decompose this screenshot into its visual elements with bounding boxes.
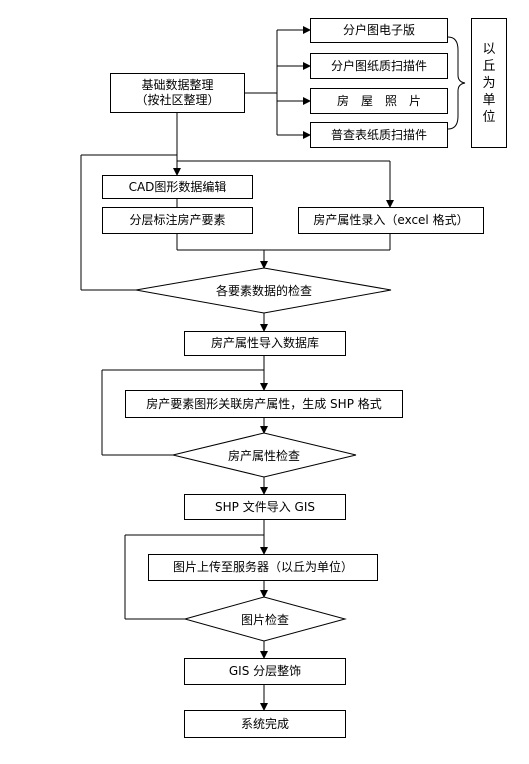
unit-note-char: 位	[482, 109, 496, 125]
layer-mark-label: 分层标注房产要素	[129, 213, 226, 227]
layer-mark-box: 分层标注房产要素	[102, 207, 253, 234]
link-shp-label: 房产要素图形关联房产属性，生成 SHP 格式	[146, 396, 382, 411]
unit-note-box: 以 丘 为 单 位	[471, 18, 507, 148]
decision-check-all	[135, 267, 392, 314]
gis-layer-box: GIS 分层整饰	[184, 658, 346, 685]
upload-img-label: 图片上传至服务器（以丘为单位）	[172, 560, 353, 574]
attr-entry-label: 房产属性录入（excel 格式）	[313, 213, 469, 227]
output-label: 房 屋 照 片	[336, 93, 421, 108]
attr-check-label: 房产属性检查	[200, 447, 328, 463]
done-label: 系统完成	[240, 716, 289, 731]
import-db-box: 房产属性导入数据库	[184, 331, 346, 356]
output-box-electronic: 分户图电子版	[310, 18, 448, 43]
img-check-label: 图片检查	[215, 611, 315, 627]
output-label: 分户图电子版	[342, 23, 415, 37]
import-db-label: 房产属性导入数据库	[210, 336, 319, 350]
output-label: 分户图纸质扫描件	[330, 58, 427, 73]
attr-check-text: 房产属性检查	[227, 448, 300, 463]
output-label: 普查表纸质扫描件	[330, 127, 427, 142]
basic-data-line2: （按社区整理）	[135, 93, 220, 107]
gis-layer-label: GIS 分层整饰	[228, 664, 302, 678]
unit-note-char: 丘	[482, 58, 496, 74]
output-box-photo: 房 屋 照 片	[310, 88, 448, 114]
check-all-label: 各要素数据的检查	[180, 282, 348, 298]
decision-attr-check	[172, 432, 357, 478]
attr-entry-box: 房产属性录入（excel 格式）	[298, 207, 484, 234]
shp-gis-label: SHP 文件导入 GIS	[215, 499, 315, 514]
unit-note-char: 单	[482, 92, 496, 108]
decision-img-check	[183, 596, 347, 642]
upload-img-box: 图片上传至服务器（以丘为单位）	[148, 554, 378, 581]
img-check-text: 图片检查	[240, 612, 289, 627]
unit-note-char: 为	[482, 75, 496, 91]
cad-edit-box: CAD图形数据编辑	[102, 175, 253, 199]
link-shp-box: 房产要素图形关联房产属性，生成 SHP 格式	[125, 390, 403, 418]
basic-data-box: 基础数据整理 （按社区整理）	[110, 73, 245, 113]
done-box: 系统完成	[184, 710, 346, 738]
output-box-scan: 分户图纸质扫描件	[310, 53, 448, 79]
cad-edit-label: CAD图形数据编辑	[128, 179, 227, 194]
check-all-text: 各要素数据的检查	[215, 283, 312, 298]
basic-data-line1: 基础数据整理	[141, 78, 214, 92]
shp-gis-box: SHP 文件导入 GIS	[184, 494, 346, 520]
unit-note-char: 以	[482, 41, 496, 57]
output-box-survey-scan: 普查表纸质扫描件	[310, 122, 448, 148]
